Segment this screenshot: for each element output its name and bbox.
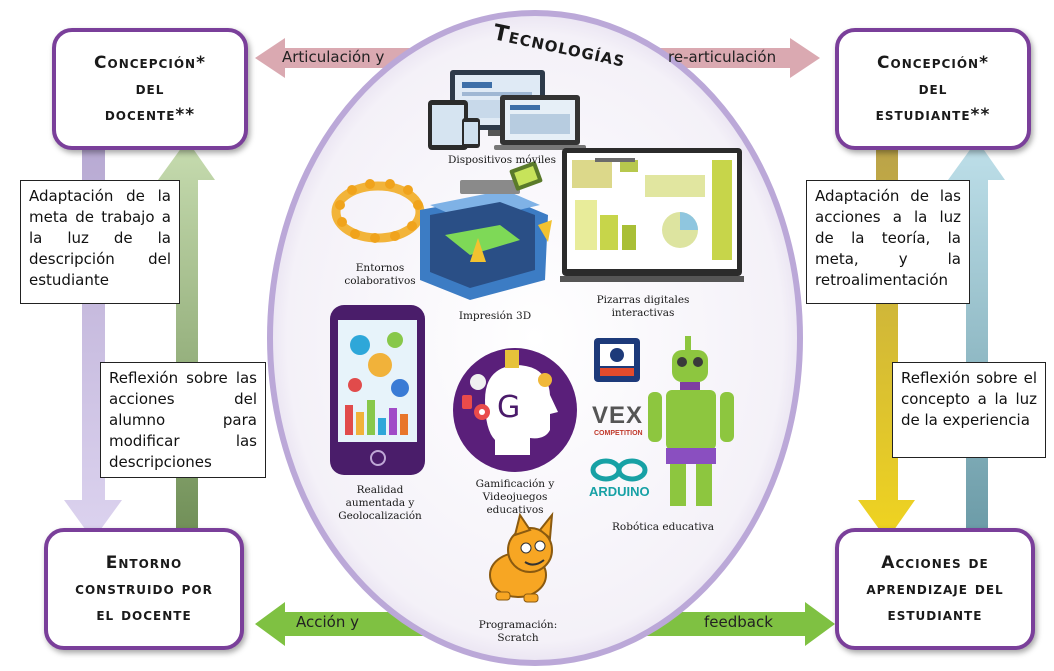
caption-gamification-line2: Videojuegos	[482, 491, 548, 503]
left-down-arrow	[64, 140, 122, 540]
right-up-arrow	[948, 140, 1005, 540]
student-actions-line2: aprendizaje del	[866, 579, 1004, 599]
caption-whiteboards: Pizarras digitales interactivas	[578, 294, 708, 320]
student-conception-line3: estudiante**	[875, 105, 991, 125]
note-reflection-concept: Reflexión sobre el concepto a la luz de …	[892, 362, 1046, 458]
caption-whiteboards-line2: interactivas	[611, 307, 675, 319]
caption-ar-line1: Realidad	[356, 484, 404, 496]
vex-logo: VEX	[592, 402, 644, 429]
teacher-environment-line3: el docente	[96, 605, 192, 625]
note-reflection-actions: Reflexión sobre las acciones del alumno …	[100, 362, 266, 478]
caption-3d-printing: Impresión 3D	[458, 310, 532, 322]
robot-icon	[648, 336, 734, 506]
left-up-arrow	[158, 140, 215, 540]
arduino-logo-text: ARDUINO	[589, 484, 650, 499]
caption-gamification-line1: Gamificación y	[475, 478, 555, 490]
teacher-conception-line2: del	[135, 79, 165, 99]
scratch-cat-icon	[489, 511, 554, 603]
caption-gamification-line3: educativos	[486, 504, 544, 516]
interactive-whiteboard-icon	[560, 148, 744, 282]
caption-collaborative-line1: Entornos	[355, 262, 405, 274]
right-down-arrow	[858, 140, 915, 540]
vex-competition-text: COMPETITION	[594, 430, 643, 437]
gamification-icon	[453, 348, 577, 472]
caption-robotics: Robótica educativa	[612, 521, 714, 533]
note-goal-adaptation: Adaptación de la meta de trabajo a la lu…	[20, 180, 180, 304]
student-actions-line3: estudiante	[887, 605, 983, 625]
student-conception-box: Concepción* del estudiante**	[835, 28, 1031, 150]
lego-education-logo	[594, 338, 640, 382]
caption-scratch: Programación: Scratch	[468, 619, 568, 645]
teacher-environment-box: Entorno construido por el docente	[44, 528, 244, 650]
student-actions-box: Acciones de aprendizaje del estudiante	[835, 528, 1035, 650]
caption-ar-line2: aumentada y	[345, 497, 415, 509]
collaborative-ring-icon	[331, 179, 425, 243]
action-label: Acción y	[296, 613, 359, 631]
3d-printer-icon	[420, 161, 552, 300]
mobile-devices-icon	[428, 70, 586, 150]
gamification-g-letter: G	[497, 390, 521, 425]
arduino-logo	[590, 458, 648, 482]
feedback-label: feedback	[704, 613, 773, 631]
student-conception-line2: del	[918, 79, 948, 99]
articulation-label: Articulación y	[282, 48, 385, 66]
note-actions-adaptation: Adaptación de las acciones a la luz de l…	[806, 180, 970, 304]
teacher-conception-line3: docente**	[104, 105, 196, 125]
caption-mobile-devices: Dispositivos móviles	[447, 154, 557, 166]
caption-ar-line3: Geolocalización	[338, 510, 422, 522]
student-conception-line1: Concepción*	[877, 53, 989, 73]
caption-scratch-line1: Programación:	[478, 619, 558, 631]
caption-scratch-line2: Scratch	[497, 632, 539, 644]
caption-collaborative: Entornos colaborativos	[330, 262, 430, 288]
student-actions-line1: Acciones de	[881, 553, 989, 573]
rearticulation-label: re-articulación	[668, 48, 777, 66]
caption-collaborative-line2: colaborativos	[344, 275, 416, 287]
caption-augmented-reality: Realidad aumentada y Geolocalización	[330, 484, 430, 523]
caption-gamification: Gamificación y Videojuegos educativos	[460, 478, 570, 517]
teacher-environment-line2: construido por	[75, 579, 213, 599]
caption-whiteboards-line1: Pizarras digitales	[596, 294, 690, 306]
teacher-conception-line1: Concepción*	[94, 53, 206, 73]
augmented-reality-phone-icon	[330, 305, 425, 475]
teacher-environment-line1: Entorno	[105, 553, 183, 573]
teacher-conception-box: Concepción* del docente**	[52, 28, 248, 150]
